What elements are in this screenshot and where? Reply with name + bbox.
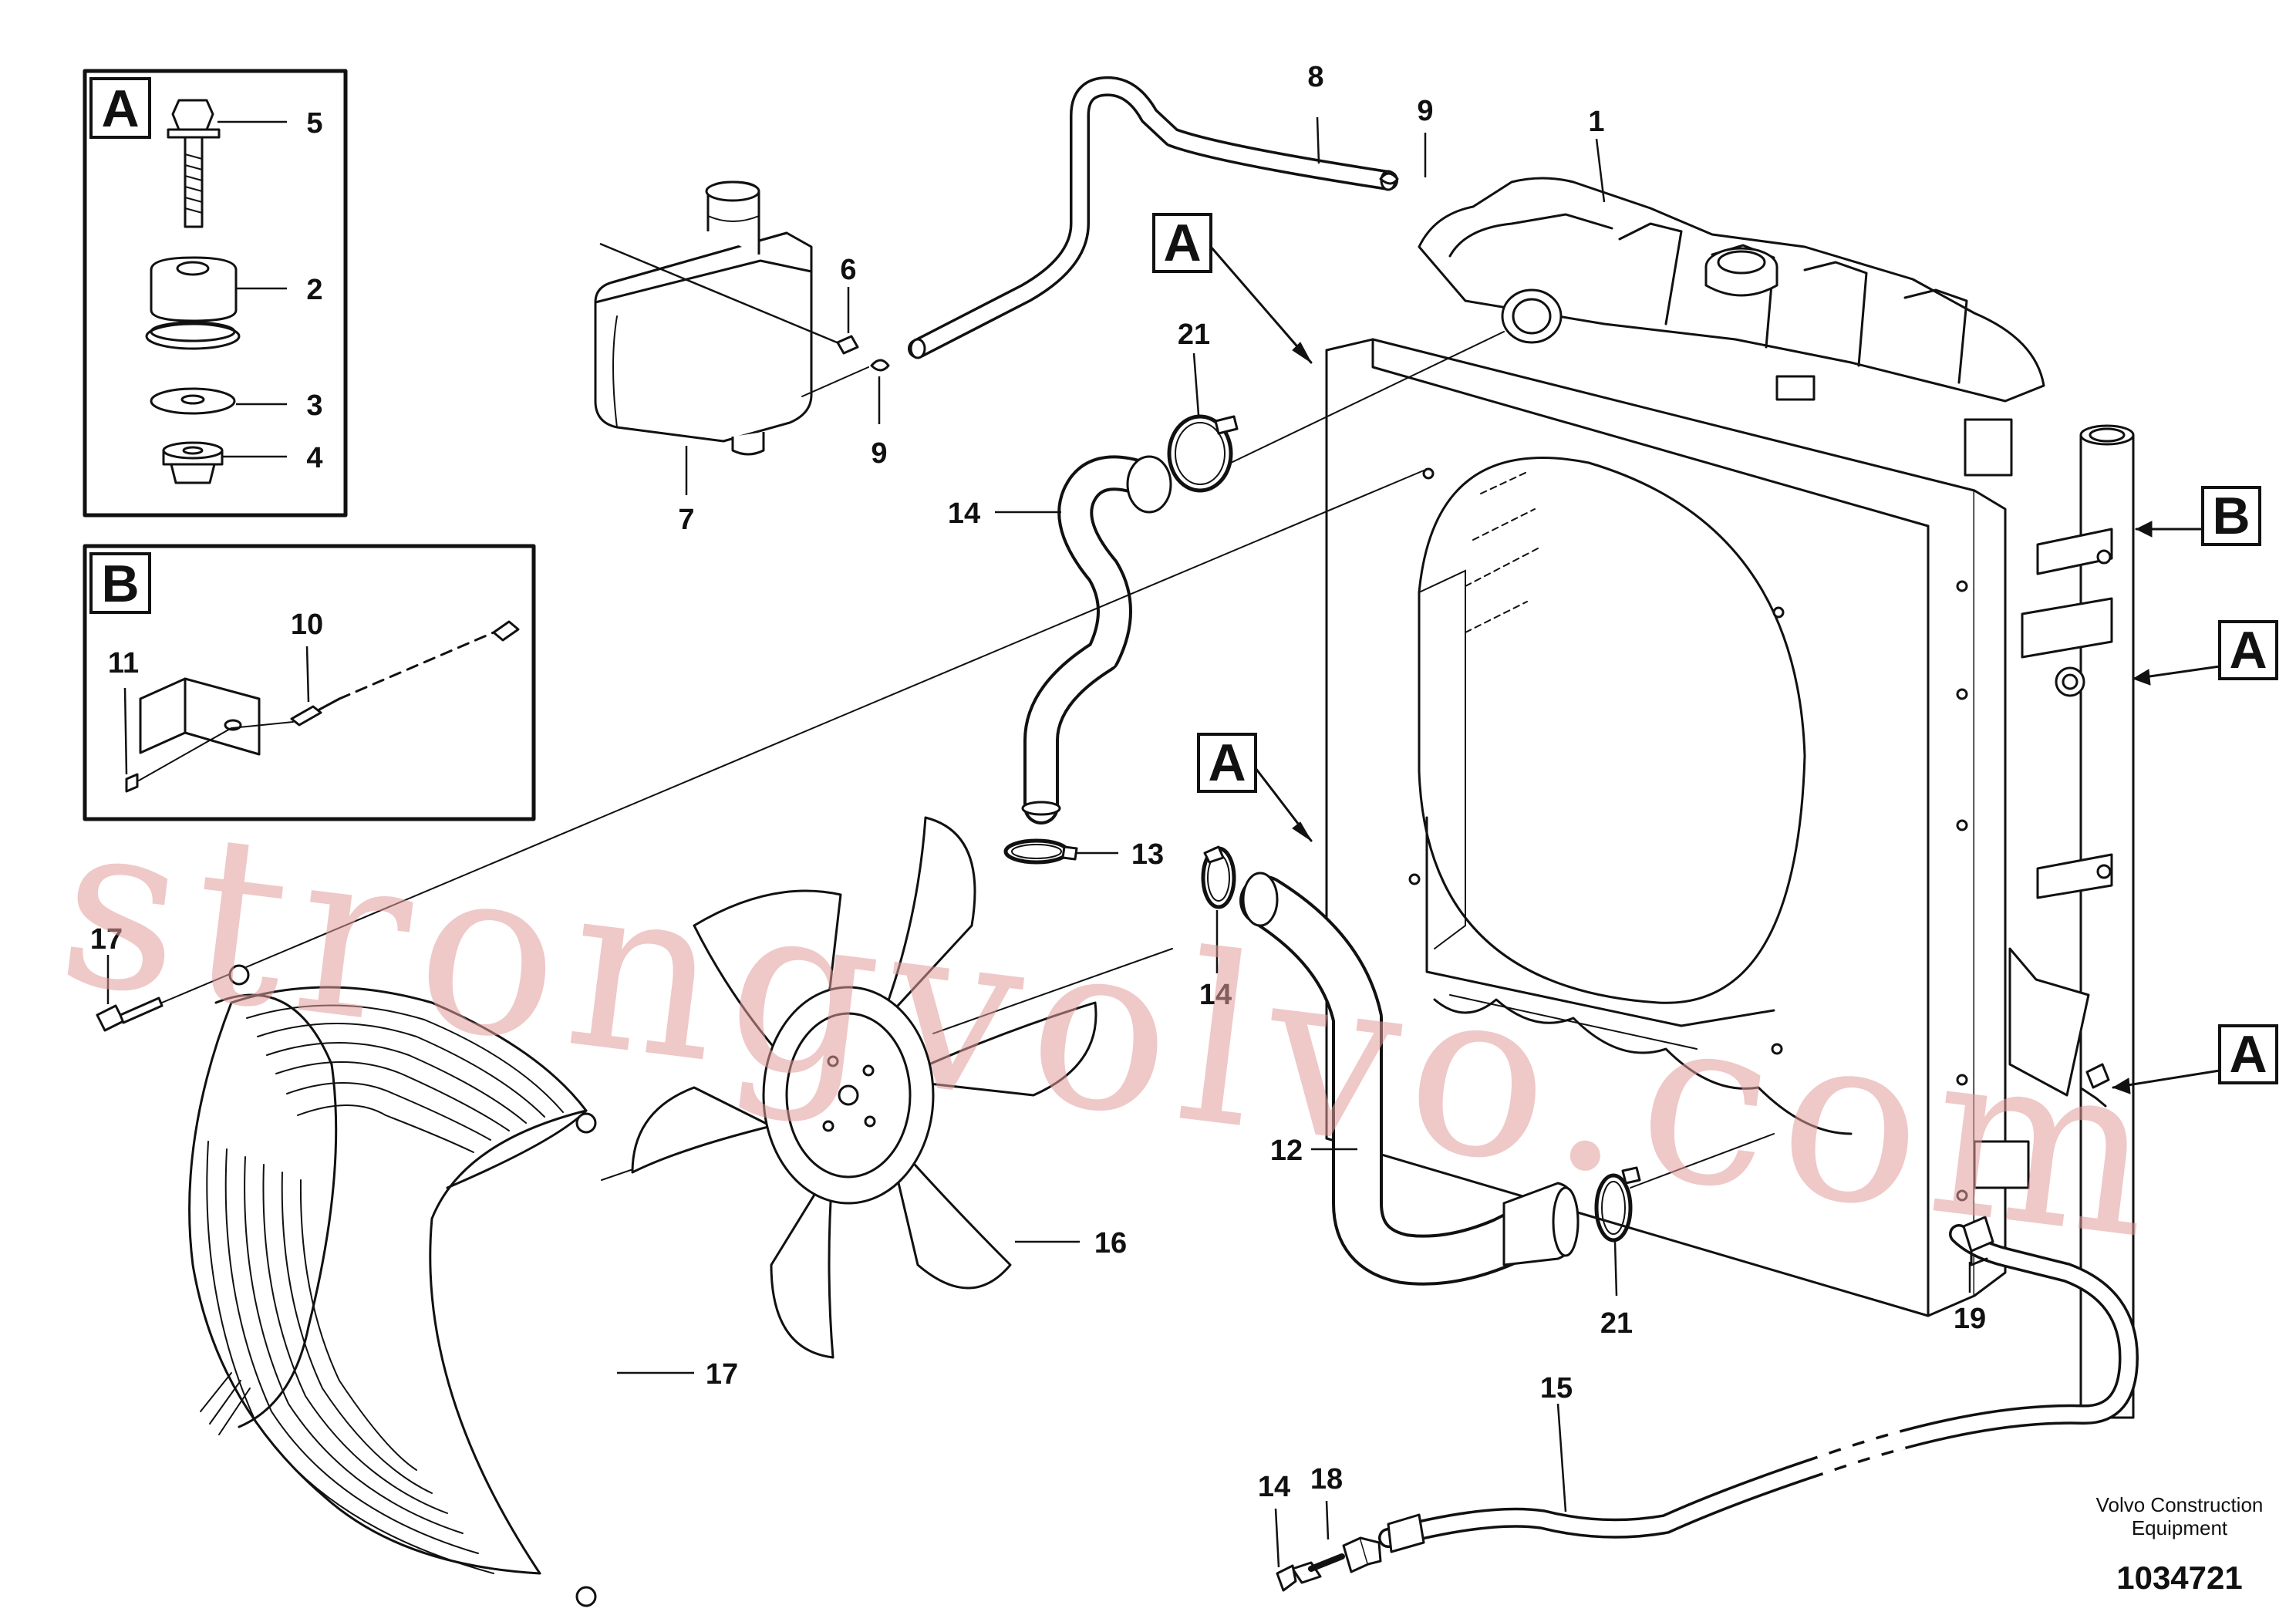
callout-21-upper: 21 <box>1178 319 1210 351</box>
callout-19: 17 <box>90 923 123 956</box>
overflow-hose-part-8 <box>908 76 1398 359</box>
view-marker-a-middle: A <box>1197 733 1313 842</box>
view-marker-a-top: A <box>1152 213 1313 364</box>
hose-clamp-part-14-left <box>1003 838 1078 865</box>
footer-brand: Volvo Construction Equipment 1034721 <box>2096 1493 2264 1596</box>
callout-14-left: 13 <box>1131 838 1164 871</box>
detail-b-tag <box>89 552 151 614</box>
callout-20: 17 <box>706 1358 738 1391</box>
clip-part-9-upper <box>1379 172 1399 185</box>
brand-line-1: Volvo Construction <box>2096 1493 2264 1516</box>
drawing-number: 1034721 <box>2116 1560 2243 1596</box>
callout-2: 2 <box>306 274 322 306</box>
callout-16: 15 <box>1540 1372 1573 1404</box>
callout-1: 1 <box>1588 106 1604 138</box>
svg-text:A: A <box>1208 733 1246 792</box>
side-cooler-assembly <box>1973 424 2135 1419</box>
svg-text:A: A <box>2229 621 2267 679</box>
callout-12: 12 <box>1270 1135 1303 1167</box>
callout-9-upper: 9 <box>1417 95 1433 127</box>
view-marker-b-right: B <box>2135 486 2261 546</box>
callout-7: 7 <box>678 504 694 536</box>
callout-10: 10 <box>291 609 323 641</box>
callout-21-lower: 21 <box>1600 1307 1633 1340</box>
drain-tap-part-15 <box>1276 1553 1345 1592</box>
expansion-tank-part-7 <box>594 180 813 456</box>
svg-text:A: A <box>1163 214 1201 272</box>
upper-hose-part-13 <box>1021 455 1172 824</box>
radiator-part-1 <box>1325 177 2045 1317</box>
detail-a-label: A <box>101 79 139 138</box>
svg-text:B: B <box>2212 487 2250 545</box>
callout-9-lower: 9 <box>871 437 887 470</box>
callout-8: 8 <box>1307 61 1323 93</box>
callout-13: 14 <box>948 497 980 530</box>
callout-17-upper: 19 <box>1954 1303 1986 1335</box>
hose-clip-part-17-upper <box>1962 1216 1994 1266</box>
bracket-part-11 <box>125 677 261 793</box>
drain-hose-part-16 <box>1378 1224 2139 1553</box>
callout-15: 14 <box>1258 1471 1290 1503</box>
rubber-mount-part-2 <box>145 256 241 350</box>
detail-view-b: B 11 10 <box>83 544 536 821</box>
bolt-part-5 <box>167 99 221 228</box>
brand-line-2: Equipment <box>2132 1516 2228 1539</box>
hose-clip-part-17-lower <box>1342 1536 1382 1573</box>
hose-clamp-part-14-right <box>1201 845 1236 909</box>
callout-6: 6 <box>840 254 856 286</box>
bolt-part-19 <box>96 996 164 1032</box>
nut-part-4 <box>162 441 224 484</box>
view-marker-a-right-lower: A <box>2112 1024 2278 1094</box>
callout-5: 5 <box>306 107 322 140</box>
hose-clamp-part-21-upper <box>1167 414 1239 493</box>
callout-4: 4 <box>306 442 322 474</box>
callout-3: 3 <box>306 389 322 422</box>
svg-text:A: A <box>2229 1025 2267 1084</box>
temperature-sensor-part-10 <box>138 620 520 781</box>
detail-view-a: A 5 2 3 <box>83 69 348 518</box>
callout-17-lower: 18 <box>1310 1463 1343 1496</box>
detail-a-tag <box>89 77 151 139</box>
fan-guard-part-20 <box>188 964 597 1607</box>
screw-part-6 <box>836 335 859 355</box>
view-marker-a-right-upper: A <box>2132 620 2278 686</box>
cooling-fan-part-18 <box>631 816 1097 1359</box>
callout-14-right: 14 <box>1199 979 1232 1011</box>
lower-hose-part-12 <box>1239 872 1580 1286</box>
hose-clamp-part-21-lower <box>1594 1166 1641 1243</box>
callout-18: 16 <box>1094 1227 1127 1259</box>
clip-part-9-lower <box>870 359 890 372</box>
detail-b-label: B <box>101 555 139 613</box>
washer-part-3 <box>150 387 236 415</box>
callout-11: 11 <box>108 647 139 679</box>
